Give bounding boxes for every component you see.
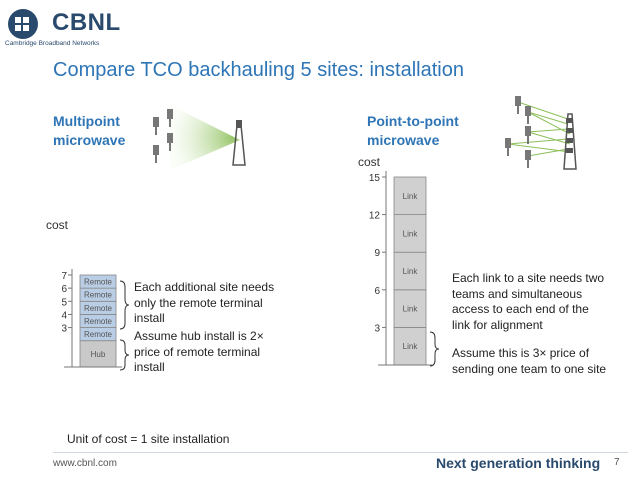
footer-tagline: Next generation thinking bbox=[436, 455, 601, 471]
note-line: Each link to a site needs two bbox=[452, 271, 605, 285]
footer-url: www.cbnl.com bbox=[53, 458, 117, 469]
logo-subtitle: Cambridge Broadband Networks bbox=[5, 40, 100, 47]
bar-segment-label: Link bbox=[403, 229, 419, 238]
y-tick-label: 4 bbox=[61, 310, 67, 321]
y-tick-label: 12 bbox=[369, 211, 381, 222]
left-brace-bottom-icon bbox=[119, 339, 130, 371]
note-line: install bbox=[134, 360, 165, 374]
p2p-heading: Point-to-point microwave bbox=[367, 112, 459, 150]
multipoint-heading-line2: microwave bbox=[53, 132, 126, 148]
y-axis-label: cost bbox=[46, 218, 69, 232]
note-line: install bbox=[134, 311, 165, 325]
multipoint-heading-line1: Multipoint bbox=[53, 113, 120, 129]
p2p-heading-line1: Point-to-point bbox=[367, 113, 459, 129]
bar-segment bbox=[393, 251, 427, 291]
bar-segment bbox=[393, 326, 427, 366]
p2p-diagram-icon bbox=[505, 96, 577, 170]
cbnl-logo-icon bbox=[8, 9, 38, 39]
note-line: price of remote terminal bbox=[134, 344, 261, 359]
right-brace-icon bbox=[429, 331, 440, 367]
bar-segment-label: Hub bbox=[91, 350, 106, 359]
bar-segment-label: Remote bbox=[84, 317, 113, 326]
left-brace-top-icon bbox=[119, 280, 130, 330]
bar-segment-label: Link bbox=[403, 192, 419, 201]
bar-segment-label: Remote bbox=[84, 330, 113, 339]
y-tick-label: 15 bbox=[369, 173, 381, 184]
bar-segment-label: Link bbox=[403, 267, 419, 276]
note-line: teams and simultaneous bbox=[452, 286, 583, 301]
multipoint-diagram-icon bbox=[153, 105, 246, 170]
page-number: 7 bbox=[614, 457, 620, 468]
bar-segment bbox=[393, 214, 427, 253]
y-tick-label: 9 bbox=[374, 248, 380, 259]
bar-segment-label: Link bbox=[403, 342, 419, 351]
multipoint-cost-chart: cost34567HubRemoteRemoteRemoteRemoteRemo… bbox=[46, 218, 122, 368]
unit-note: Unit of cost = 1 site installation bbox=[67, 432, 230, 446]
bar-segment-label: Remote bbox=[84, 291, 113, 300]
note-line: access to each end of the bbox=[452, 302, 589, 316]
y-tick-label: 6 bbox=[374, 286, 380, 297]
y-tick-label: 7 bbox=[61, 271, 67, 282]
y-axis-label: cost bbox=[358, 155, 381, 169]
bar-segment bbox=[79, 274, 117, 289]
note-line: only the remote terminal bbox=[134, 295, 263, 310]
bar-segment bbox=[393, 176, 427, 215]
slide-title: Compare TCO backhauling 5 sites: install… bbox=[53, 59, 464, 81]
p2p-note-2: Assume this is 3× price of sending one t… bbox=[452, 346, 606, 377]
logo-wordmark: CBNL bbox=[52, 9, 121, 36]
multipoint-note-1: Each additional site needs only the remo… bbox=[134, 280, 274, 327]
bar-segment bbox=[393, 289, 427, 328]
note-line: sending one team to one site bbox=[452, 361, 607, 376]
note-line: Assume hub install is 2× bbox=[134, 329, 264, 343]
note-line: Assume this is 3× price of bbox=[452, 346, 590, 360]
y-tick-label: 3 bbox=[374, 323, 380, 334]
y-tick-label: 3 bbox=[61, 324, 67, 335]
bar-segment-label: Link bbox=[403, 305, 419, 314]
p2p-note-1: Each link to a site needs two teams and … bbox=[452, 271, 604, 333]
footer-divider bbox=[53, 452, 628, 453]
note-line: link for alignment bbox=[452, 317, 543, 332]
multipoint-heading: Multipoint microwave bbox=[53, 112, 125, 150]
p2p-heading-line2: microwave bbox=[367, 132, 440, 148]
y-tick-label: 5 bbox=[61, 297, 67, 308]
note-line: Each additional site needs bbox=[134, 280, 275, 294]
multipoint-note-2: Assume hub install is 2× price of remote… bbox=[134, 329, 264, 376]
y-tick-label: 6 bbox=[61, 284, 67, 295]
bar-segment-label: Remote bbox=[84, 278, 113, 287]
bar-segment-label: Remote bbox=[84, 304, 113, 313]
